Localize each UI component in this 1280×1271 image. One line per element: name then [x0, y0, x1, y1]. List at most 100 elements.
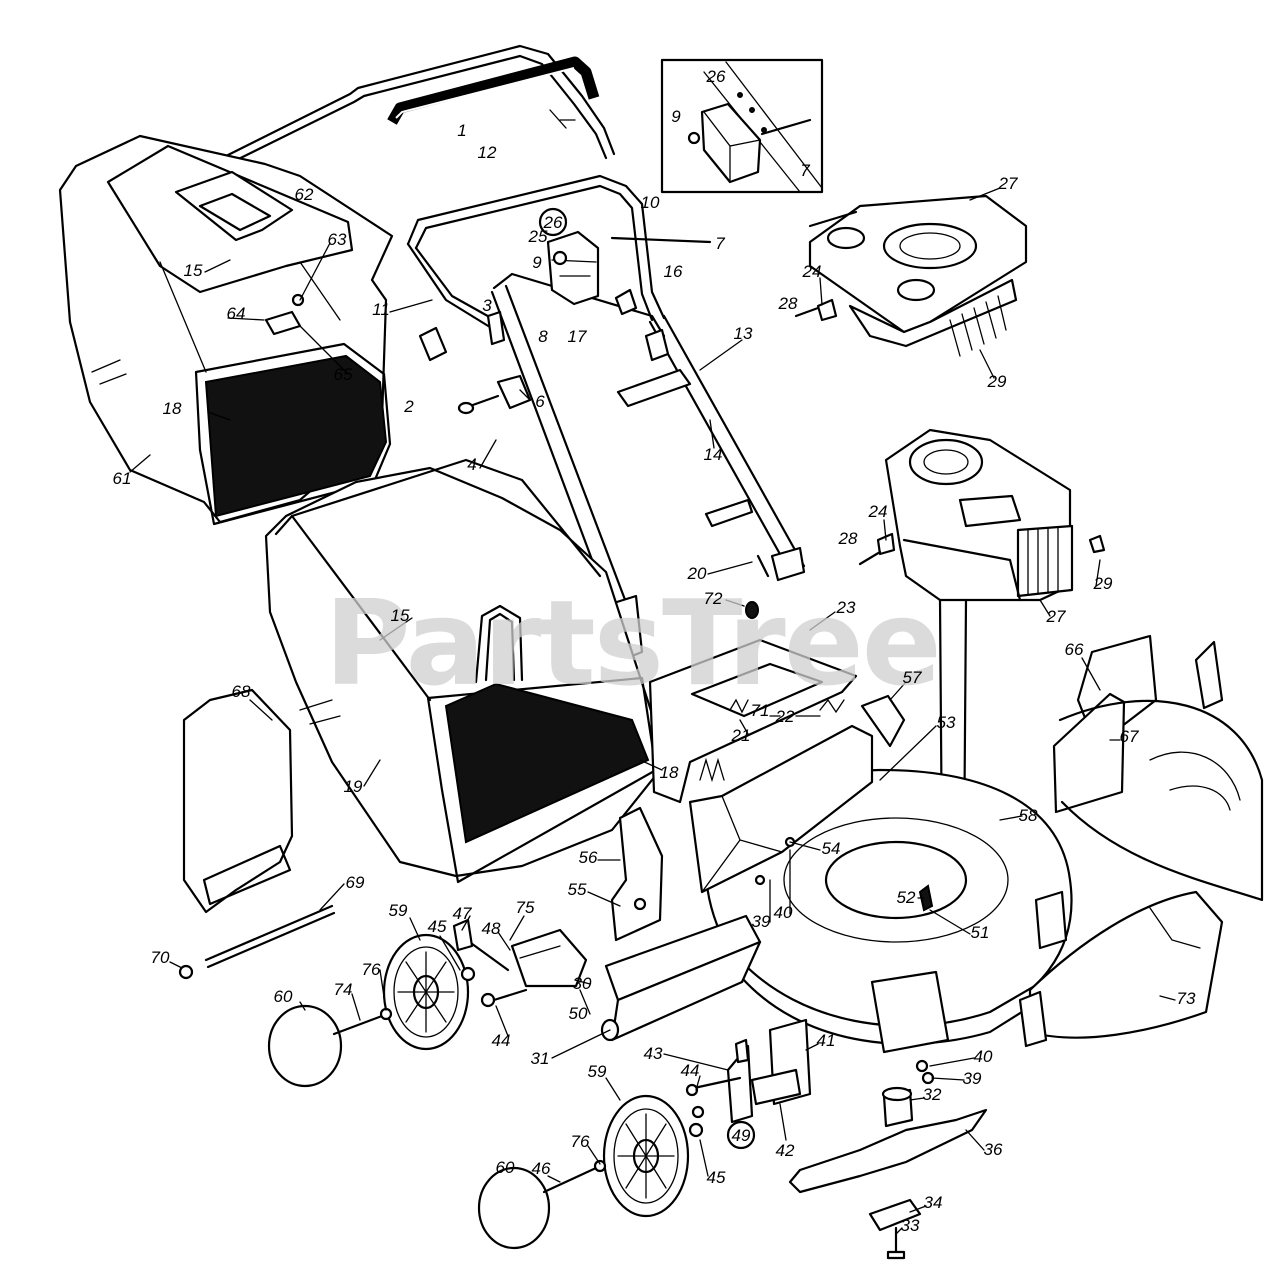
callout-17: 17	[568, 327, 587, 346]
front-baffle	[1018, 890, 1224, 1048]
callout-40-rear: 40	[774, 903, 793, 922]
callout-23: 23	[836, 598, 856, 617]
callout-62: 62	[295, 185, 314, 204]
callout-13: 13	[734, 324, 753, 343]
callout-76-rear: 76	[362, 960, 381, 979]
callout-32: 32	[923, 1085, 942, 1104]
callout-68: 68	[232, 682, 251, 701]
callout-58: 58	[1019, 806, 1038, 825]
callout-24-top: 24	[802, 262, 822, 281]
callout-28-top: 28	[778, 294, 798, 313]
callout-3: 3	[482, 296, 492, 315]
callout-74: 74	[334, 980, 353, 999]
callout-28-side: 28	[838, 529, 858, 548]
callout-40-front: 40	[974, 1047, 993, 1066]
callout-7-inset: 7	[800, 161, 810, 180]
callout-51: 51	[971, 923, 990, 942]
hub-caps	[267, 1004, 607, 1250]
watermark-text: PartsTree	[324, 574, 940, 712]
callout-27-side: 27	[1046, 607, 1066, 626]
mower-deck	[688, 694, 1078, 1054]
callout-55: 55	[568, 880, 587, 899]
callout-70: 70	[151, 948, 170, 967]
callout-6: 6	[535, 392, 545, 411]
callout-10: 10	[641, 193, 660, 212]
callout-9: 9	[532, 253, 542, 272]
engine-side	[858, 428, 1106, 602]
callout-33: 33	[901, 1216, 920, 1235]
callout-73: 73	[1177, 989, 1196, 1008]
bag-front-piece	[182, 688, 294, 914]
callout-29-side: 29	[1093, 574, 1113, 593]
callout-49-circled: 49	[732, 1126, 751, 1145]
callout-9-inset: 9	[671, 107, 681, 126]
callout-39-front: 39	[963, 1069, 982, 1088]
grass-bag-upper	[58, 134, 394, 526]
engine-top	[794, 194, 1028, 357]
circled-markers	[538, 207, 756, 1150]
callout-63: 63	[328, 230, 347, 249]
leader-lines	[129, 187, 1176, 1235]
callout-11: 11	[372, 300, 390, 319]
callout-61: 61	[113, 469, 132, 488]
rear-roller	[600, 914, 762, 1042]
callout-56: 56	[579, 848, 598, 867]
callout-20: 20	[687, 564, 707, 583]
inset-detail-box	[660, 58, 824, 194]
callout-39-rear: 39	[752, 912, 771, 931]
callout-48: 48	[482, 919, 501, 938]
callout-44-rear: 44	[492, 1031, 511, 1050]
rear-axle	[178, 904, 336, 980]
callout-15-upper: 15	[184, 261, 203, 280]
callout-7: 7	[715, 234, 725, 253]
callout-14: 14	[704, 445, 723, 464]
callout-54: 54	[822, 839, 841, 858]
callout-53: 53	[937, 713, 956, 732]
callout-59-front: 59	[588, 1062, 607, 1081]
callout-60-front: 60	[496, 1158, 515, 1177]
callout-60-rear: 60	[274, 987, 293, 1006]
callout-36: 36	[984, 1140, 1003, 1159]
rear-flaps	[1052, 634, 1264, 902]
callout-44-front: 44	[681, 1061, 700, 1080]
blade-assembly	[788, 1086, 988, 1260]
callout-2: 2	[403, 397, 414, 416]
callout-71: 71	[751, 701, 770, 720]
callout-labels: 1 12 26 9 7 26 10 7 25 9 8 17 16 11 3 27…	[113, 67, 1196, 1235]
callout-50: 50	[569, 1004, 588, 1023]
callout-67: 67	[1120, 727, 1139, 746]
callout-41: 41	[817, 1031, 836, 1050]
wheel-rear	[382, 933, 476, 1051]
callout-29-top: 29	[987, 372, 1007, 391]
callout-16: 16	[664, 262, 683, 281]
callout-42: 42	[776, 1141, 795, 1160]
callout-27-top: 27	[998, 174, 1018, 193]
callout-69: 69	[346, 873, 365, 892]
wheel-front	[602, 1094, 704, 1218]
grass-bag-lower	[264, 458, 662, 884]
callout-26-inset: 26	[706, 67, 726, 86]
callout-24-side: 24	[868, 502, 888, 521]
callout-57: 57	[903, 668, 922, 687]
callout-59-rear: 59	[389, 901, 408, 920]
callout-52: 52	[897, 888, 916, 907]
discharge-door	[648, 601, 858, 804]
callout-18-lower: 18	[660, 763, 679, 782]
callout-66: 66	[1065, 640, 1084, 659]
middle-handle	[406, 174, 666, 334]
callout-45-front: 45	[707, 1168, 726, 1187]
callout-75: 75	[516, 898, 535, 917]
callout-1: 1	[457, 121, 466, 140]
callout-64: 64	[227, 304, 246, 323]
callout-12: 12	[478, 143, 497, 162]
callout-15-lower: 15	[391, 606, 410, 625]
callout-22: 22	[775, 707, 795, 726]
callout-76-front: 76	[571, 1132, 590, 1151]
height-adjusters	[452, 806, 935, 1124]
callout-46: 46	[532, 1159, 551, 1178]
callout-65: 65	[334, 365, 353, 384]
callout-43: 43	[644, 1044, 663, 1063]
handle-brackets	[418, 230, 770, 578]
callout-19: 19	[344, 777, 363, 796]
